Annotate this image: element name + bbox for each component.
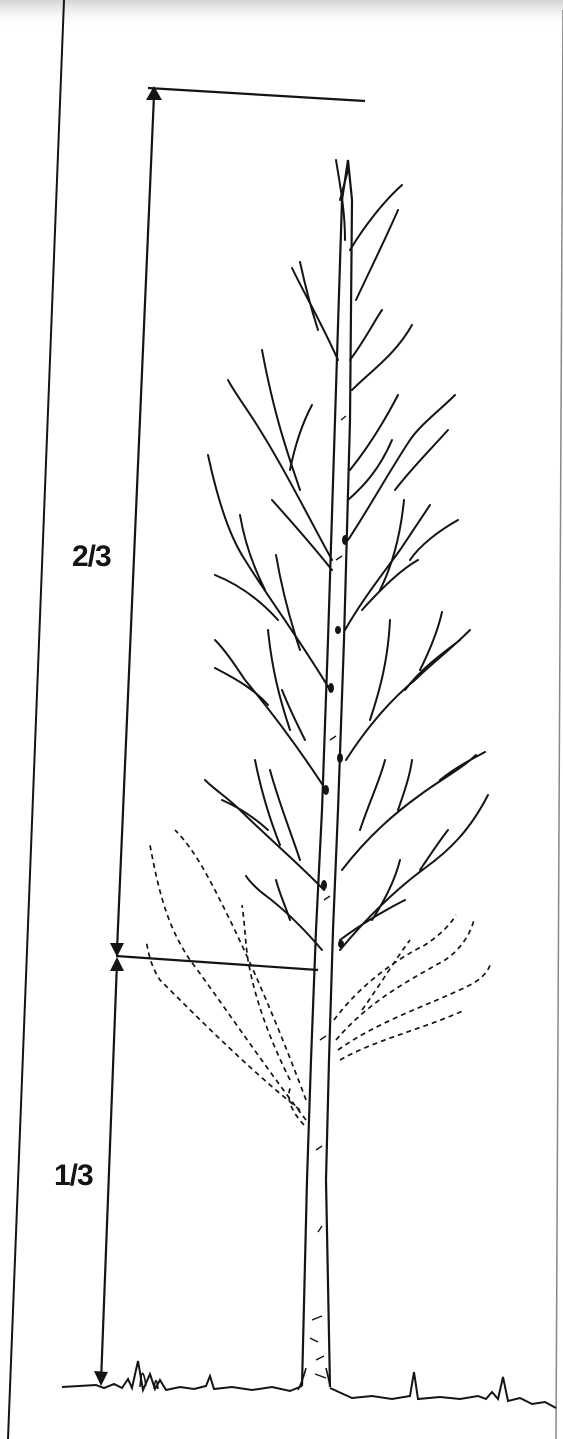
arrow-icon bbox=[110, 943, 124, 957]
arrow-icon bbox=[110, 957, 124, 971]
frame-right-line bbox=[556, 10, 563, 1439]
lower-one-third-label: 1/3 bbox=[54, 1161, 93, 1191]
arrow-heads bbox=[94, 86, 162, 1386]
page-frame bbox=[8, 0, 563, 1439]
mid-extension-line bbox=[116, 956, 318, 970]
arrow-icon bbox=[94, 1371, 108, 1386]
lower-dimension-line bbox=[101, 962, 117, 1382]
ground-line bbox=[62, 1361, 556, 1408]
tree-trunk bbox=[302, 160, 352, 1387]
frame-left-line bbox=[8, 0, 64, 1439]
upper-two-thirds-label: 2/3 bbox=[72, 542, 111, 572]
top-extension-line bbox=[148, 88, 365, 101]
scan-shadow bbox=[0, 0, 563, 28]
upper-dimension-line bbox=[117, 95, 154, 950]
